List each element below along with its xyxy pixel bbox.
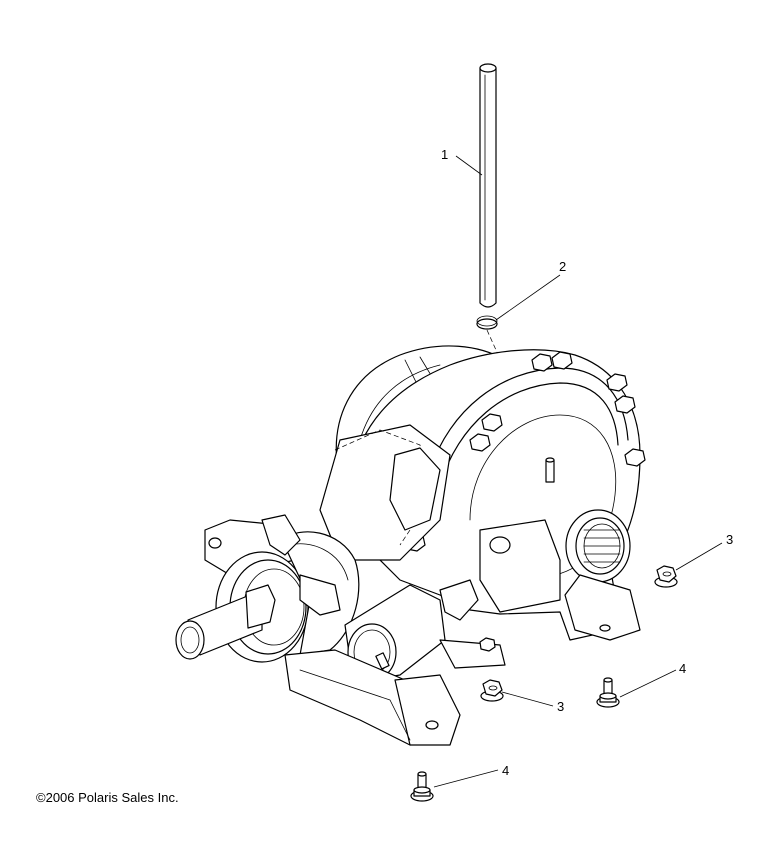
flange-nut-center [480,679,504,702]
copyright-text: 2006 Polaris Sales Inc. [45,790,179,805]
leader-lines [433,155,723,788]
callout-4-bottom: 4 [502,763,509,778]
callout-1: 1 [441,147,448,162]
input-shaft-assembly [175,514,360,663]
front-mount-bracket [284,637,506,746]
flange-bolt-bottom [410,771,434,802]
flange-nut-right [654,565,678,588]
callout-3-right: 3 [726,532,733,547]
vent-tube [479,63,497,308]
callout-3-center: 3 [557,699,564,714]
callout-2: 2 [559,259,566,274]
copyright-notice: ©2006 Polaris Sales Inc. [36,790,179,805]
gearcase-housing [319,345,646,641]
callout-4-right: 4 [679,661,686,676]
flange-bolt-right [596,677,620,708]
copyright-symbol: © [36,790,46,805]
